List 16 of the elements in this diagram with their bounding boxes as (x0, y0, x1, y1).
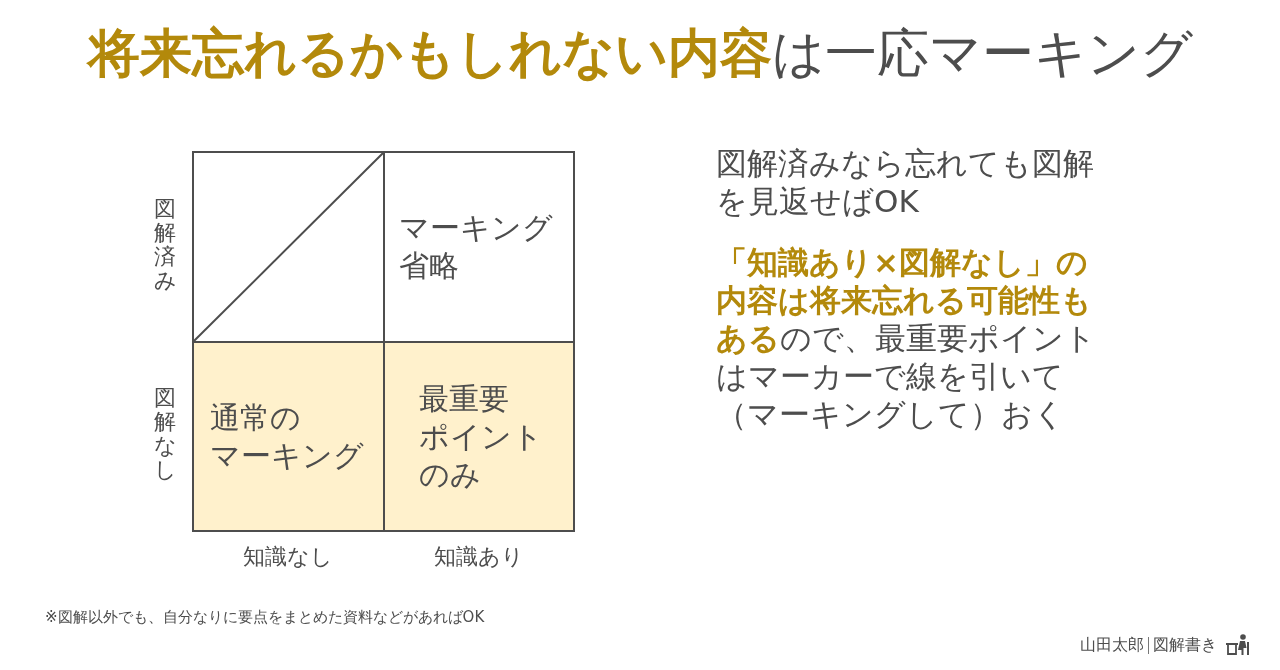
cell-label: マーキング省略 (399, 209, 554, 285)
author-role: 図解書き (1153, 634, 1217, 656)
matrix-cell (383, 151, 575, 343)
axis-label: 図解なし (154, 386, 176, 482)
matrix-cell (383, 341, 575, 532)
cell-label: 通常のマーキング (210, 398, 365, 475)
matrix-cell (192, 341, 385, 532)
axis-label: 図解済み (154, 197, 176, 293)
axis-label: 知識なし (243, 543, 333, 571)
note-text: 「知識あり×図解なし」の内容は将来忘れる可能性もあるので、最重要ポイントはマーカーで線を引いて（マーキングして）おく (716, 243, 1097, 433)
note-text: 図解済みなら忘れても図解を見返せばOK (716, 144, 1095, 220)
cell-label: 最重要ポイントのみ (419, 379, 544, 494)
author-name: 山田太郎 (1080, 634, 1144, 656)
axis-label: 知識あり (434, 543, 524, 571)
title: 将来忘れるかもしれない内容は一応マーキング (87, 22, 1193, 85)
footnote: ※図解以外でも、自分なりに要点をまとめた資料などがあればOK (45, 607, 485, 627)
